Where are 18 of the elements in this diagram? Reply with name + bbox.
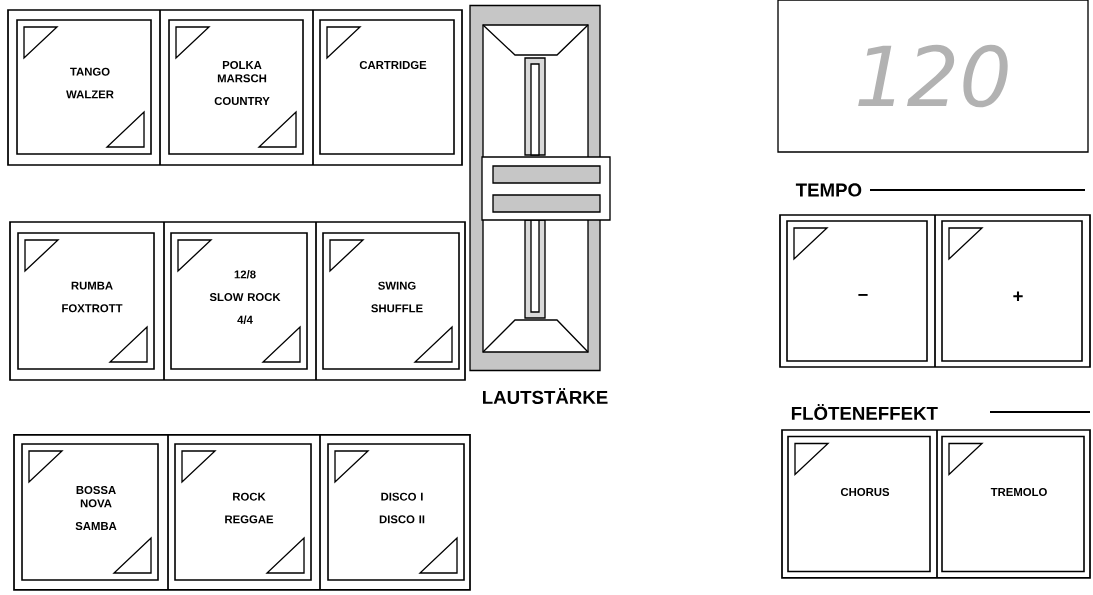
section-heading: FLÖTENEFFEKT — [791, 403, 938, 421]
tempo-display: 120 — [777, 0, 1089, 153]
push-button: 12/8 SLOW ROCK 4/4 — [170, 232, 308, 370]
push-button: RUMBA FOXTROTT — [17, 232, 155, 370]
push-button: DISCO I DISCO II — [327, 443, 465, 581]
push-button: + — [941, 220, 1083, 362]
push-button: BOSSA NOVA SAMBA — [21, 443, 159, 581]
push-button: TANGO WALZER — [16, 19, 152, 155]
push-button: TREMOLO — [941, 435, 1085, 573]
push-button: SWING SHUFFLE — [322, 232, 460, 370]
push-button: ROCK REGGAE — [174, 443, 312, 581]
push-button: CARTRIDGE — [319, 19, 455, 155]
node-label: LAUTSTÄRKE — [483, 387, 608, 405]
volume-slider: LAUTSTÄRKE — [469, 4, 611, 405]
push-button: POLKA MARSCH COUNTRY — [168, 19, 304, 155]
push-button: – — [786, 220, 928, 362]
section-heading: TEMPO — [795, 183, 862, 197]
push-button: CHORUS — [787, 435, 931, 573]
